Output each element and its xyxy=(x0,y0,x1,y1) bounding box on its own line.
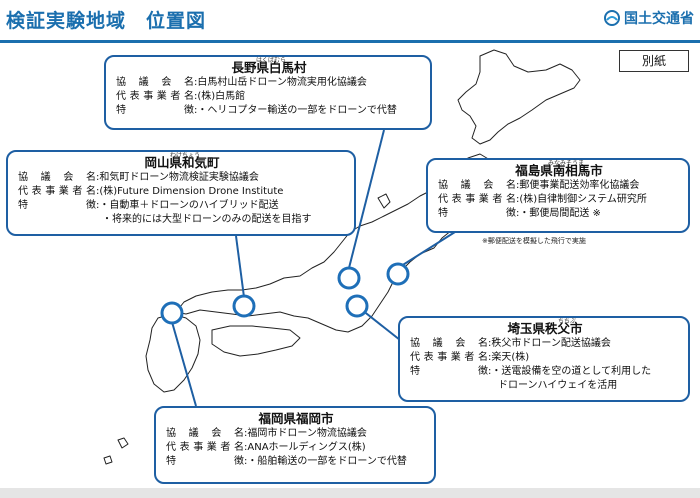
connector-saitama xyxy=(361,309,401,341)
marker-saitama[interactable] xyxy=(345,294,369,318)
appendix-tag: 別紙 xyxy=(619,50,689,72)
site-card-saitama[interactable]: ちちぶ 埼玉県秩父市 協 議 会 名:秩父市ドローン配送協議会 代表事業者名:楽… xyxy=(398,316,690,402)
marker-fukushima[interactable] xyxy=(386,262,410,286)
feature-row-2: ・将来的には大型ドローンのみの配送を目指す xyxy=(102,214,312,225)
operator-row: 代表事業者名:楽天(株) xyxy=(410,352,530,363)
site-ruby-saitama: ちちぶ xyxy=(558,318,577,325)
logo-text: 国土交通省 xyxy=(624,11,694,27)
feature-row: 特 徴:・郵便局間配送 ※ xyxy=(438,208,601,219)
feature-row: 特 徴:・船舶輸送の一部をドローンで代替 xyxy=(166,456,407,467)
marker-okayama[interactable] xyxy=(232,294,256,318)
feature-row-2: ドローンハイウェイを活用 xyxy=(498,380,618,391)
site-card-fukushima[interactable]: みなみそうま 福島県南相馬市 協 議 会 名:郵便事業配送効率化協議会 代表事業… xyxy=(426,158,690,233)
site-title-saitama: ちちぶ 埼玉県秩父市 xyxy=(410,318,680,337)
page-title: 検証実験地域 位置図 xyxy=(6,10,207,32)
sado-island xyxy=(377,193,391,209)
connector-fukuoka xyxy=(171,321,197,407)
page-footer-bar xyxy=(0,488,700,498)
shikoku-outline xyxy=(211,325,301,357)
operator-row: 代表事業者名:(株)白馬館 xyxy=(116,91,246,102)
site-title-fukuoka: 福岡県福岡市 xyxy=(258,411,334,426)
title-underline xyxy=(0,40,700,43)
southern-islands xyxy=(103,437,129,465)
site-ruby-fukushima: みなみそうま xyxy=(548,160,585,167)
operator-row: 代表事業者名:(株)自律制御システム研究所 xyxy=(438,194,647,205)
council-row: 協 議 会 名:白馬村山岳ドローン物流実用化協議会 xyxy=(116,77,367,88)
ministry-logo: 国土交通省 xyxy=(604,7,694,29)
mlit-logo-icon xyxy=(604,10,620,26)
marker-fukuoka[interactable] xyxy=(160,301,184,325)
site-ruby-okayama: わけちょう xyxy=(170,152,201,159)
site-title-fukushima: みなみそうま 福島県南相馬市 xyxy=(438,160,680,179)
page-header: 検証実験地域 位置図 国土交通省 xyxy=(0,0,700,46)
feature-row: 特 徴:・ヘリコプター輸送の一部をドローンで代替 xyxy=(116,105,397,116)
council-row: 協 議 会 名:福岡市ドローン物流協議会 xyxy=(166,428,367,439)
council-row: 協 議 会 名:秩父市ドローン配送協議会 xyxy=(410,338,611,349)
feature-row: 特 徴:・送電設備を空の道として利用した xyxy=(410,366,652,377)
site-ruby-nagano: はくばむら xyxy=(256,57,287,64)
marker-nagano[interactable] xyxy=(337,266,361,290)
feature-row: 特 徴:・自動車＋ドローンのハイブリッド配送 xyxy=(18,200,279,211)
site-card-fukuoka[interactable]: 福岡県福岡市 協 議 会 名:福岡市ドローン物流協議会 代表事業者名:ANAホー… xyxy=(154,406,436,484)
footnote: ※郵便配送を模擬した飛行で実施 xyxy=(482,237,586,245)
site-card-nagano[interactable]: はくばむら 長野県白馬村 協 議 会 名:白馬村山岳ドローン物流実用化協議会 代… xyxy=(104,55,432,130)
hokkaido-outline xyxy=(457,49,581,145)
operator-row: 代表事業者名:(株)Future Dimension Drone Institu… xyxy=(18,186,284,197)
connector-okayama xyxy=(235,235,245,298)
council-row: 協 議 会 名:和気町ドローン物流検証実験協議会 xyxy=(18,172,259,183)
site-title-nagano: はくばむら 長野県白馬村 xyxy=(116,57,422,76)
site-card-okayama[interactable]: わけちょう 岡山県和気町 協 議 会 名:和気町ドローン物流検証実験協議会 代表… xyxy=(6,150,356,236)
operator-row: 代表事業者名:ANAホールディングス(株) xyxy=(166,442,366,453)
council-row: 協 議 会 名:郵便事業配送効率化協議会 xyxy=(438,180,640,191)
connector-nagano xyxy=(348,129,385,269)
site-title-okayama: わけちょう 岡山県和気町 xyxy=(18,152,346,171)
